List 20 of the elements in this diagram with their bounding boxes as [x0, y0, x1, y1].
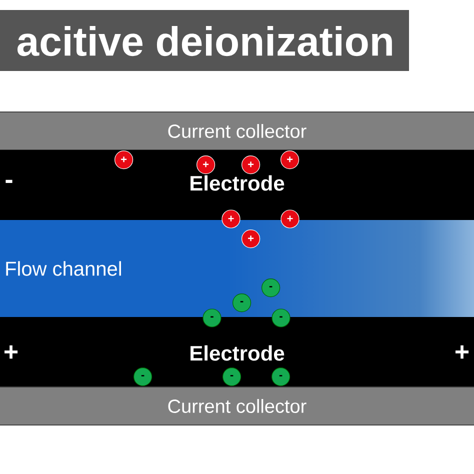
current-collector: Current collector	[0, 386, 474, 426]
anion: -	[202, 308, 222, 328]
anion: -	[222, 368, 242, 386]
cation: +	[222, 210, 240, 228]
polarity-sign: +	[4, 345, 18, 359]
anion: -	[272, 368, 290, 386]
polarity-sign: -	[6, 180, 12, 183]
anion: -	[232, 294, 252, 312]
cation: +	[280, 210, 300, 228]
cation: +	[196, 156, 216, 174]
title-banner: acitive deionization	[0, 10, 409, 71]
anion: -	[134, 368, 152, 386]
cation: +	[114, 150, 134, 170]
cation: +	[280, 150, 300, 170]
current-collector: Current collector	[0, 112, 474, 150]
anion: -	[262, 278, 280, 298]
cation: +	[242, 230, 260, 248]
anion: -	[272, 308, 290, 328]
polarity-sign: +	[456, 345, 469, 359]
cation: +	[242, 156, 260, 174]
